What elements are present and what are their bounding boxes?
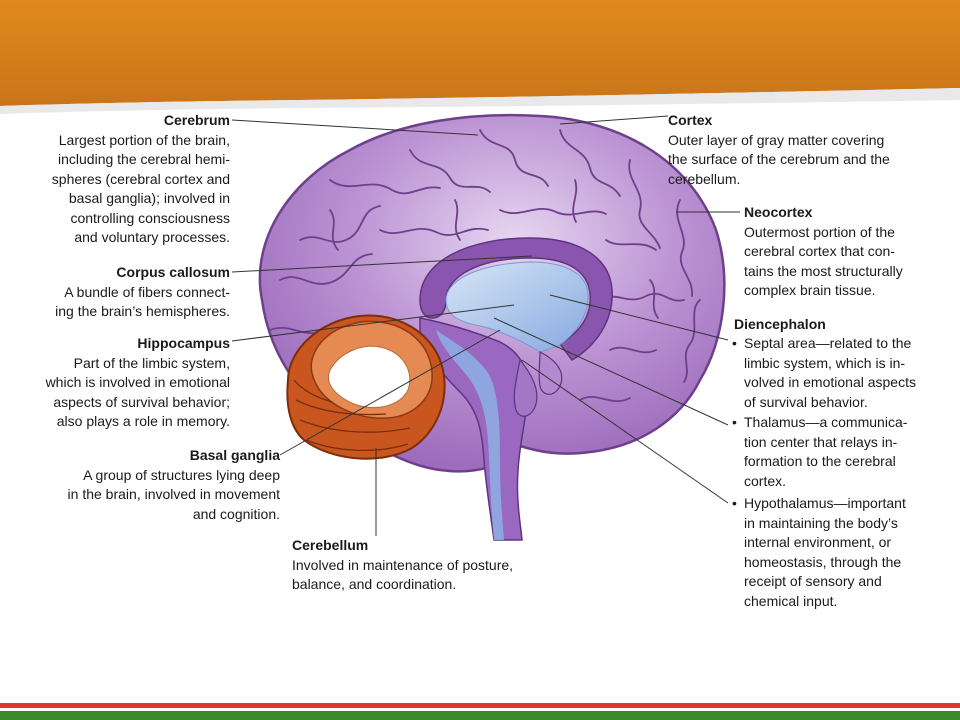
cortex-label: Cortex Outer layer of gray matter coveri… [668, 111, 928, 189]
corpus-callosum-title: Corpus callosum [116, 264, 230, 280]
basal-ganglia-desc: A group of structures lying deep in the … [67, 466, 280, 522]
footer-stripes [0, 703, 960, 720]
cerebrum-label: Cerebrum Largest portion of the brain, i… [20, 111, 230, 248]
hippocampus-label: Hippocampus Part of the limbic system, w… [20, 334, 230, 432]
hypothalamus-item: • Hypothalamus—important in maintaining … [732, 494, 954, 611]
diencephalon-label: Diencephalon [734, 315, 944, 335]
corpus-callosum-label: Corpus callosum A bundle of fibers conne… [20, 263, 230, 322]
cerebellum-shape [286, 314, 446, 460]
bullet-icon: • [732, 414, 737, 430]
thalamus-item: • Thalamus—a communica- tion center that… [732, 413, 954, 491]
corpus-callosum-shape [419, 237, 613, 361]
diencephalon-shape [445, 261, 589, 353]
neocortex-label: Neocortex Outermost portion of the cereb… [744, 203, 944, 301]
leader-lines [231, 115, 740, 536]
hypothalamus-text: Hypothalamus—important in maintaining th… [744, 495, 906, 609]
brainstem-shape [419, 317, 529, 541]
bullet-icon: • [732, 495, 737, 511]
cortex-desc: Outer layer of gray matter covering the … [668, 131, 890, 187]
cerebrum-desc: Largest portion of the brain, including … [51, 131, 230, 246]
bullet-icon: • [732, 335, 737, 351]
neocortex-title: Neocortex [744, 204, 813, 220]
cerebellum-desc: Involved in maintenance of posture, bala… [292, 556, 514, 593]
hippocampus-title: Hippocampus [137, 335, 230, 351]
septal-area-item: • Septal area—related to the limbic syst… [732, 334, 954, 412]
header-banner [0, 0, 960, 114]
septal-area-text: Septal area—related to the limbic system… [744, 335, 916, 410]
neocortex-desc: Outermost portion of the cerebral cortex… [744, 223, 903, 299]
cerebellum-label: Cerebellum Involved in maintenance of po… [292, 536, 552, 595]
basal-ganglia-label: Basal ganglia A group of structures lyin… [30, 446, 280, 524]
cortex-title: Cortex [668, 112, 713, 128]
corpus-callosum-desc: A bundle of fibers connect- ing the brai… [55, 283, 230, 320]
diencephalon-title: Diencephalon [734, 316, 826, 332]
hippocampus-desc: Part of the limbic system, which is invo… [45, 354, 230, 430]
cerebellum-title: Cerebellum [292, 537, 369, 553]
cerebrum-title: Cerebrum [163, 112, 230, 128]
basal-ganglia-title: Basal ganglia [189, 447, 280, 463]
thalamus-text: Thalamus—a communica- tion center that r… [744, 414, 908, 489]
cortex-folds [269, 129, 701, 403]
